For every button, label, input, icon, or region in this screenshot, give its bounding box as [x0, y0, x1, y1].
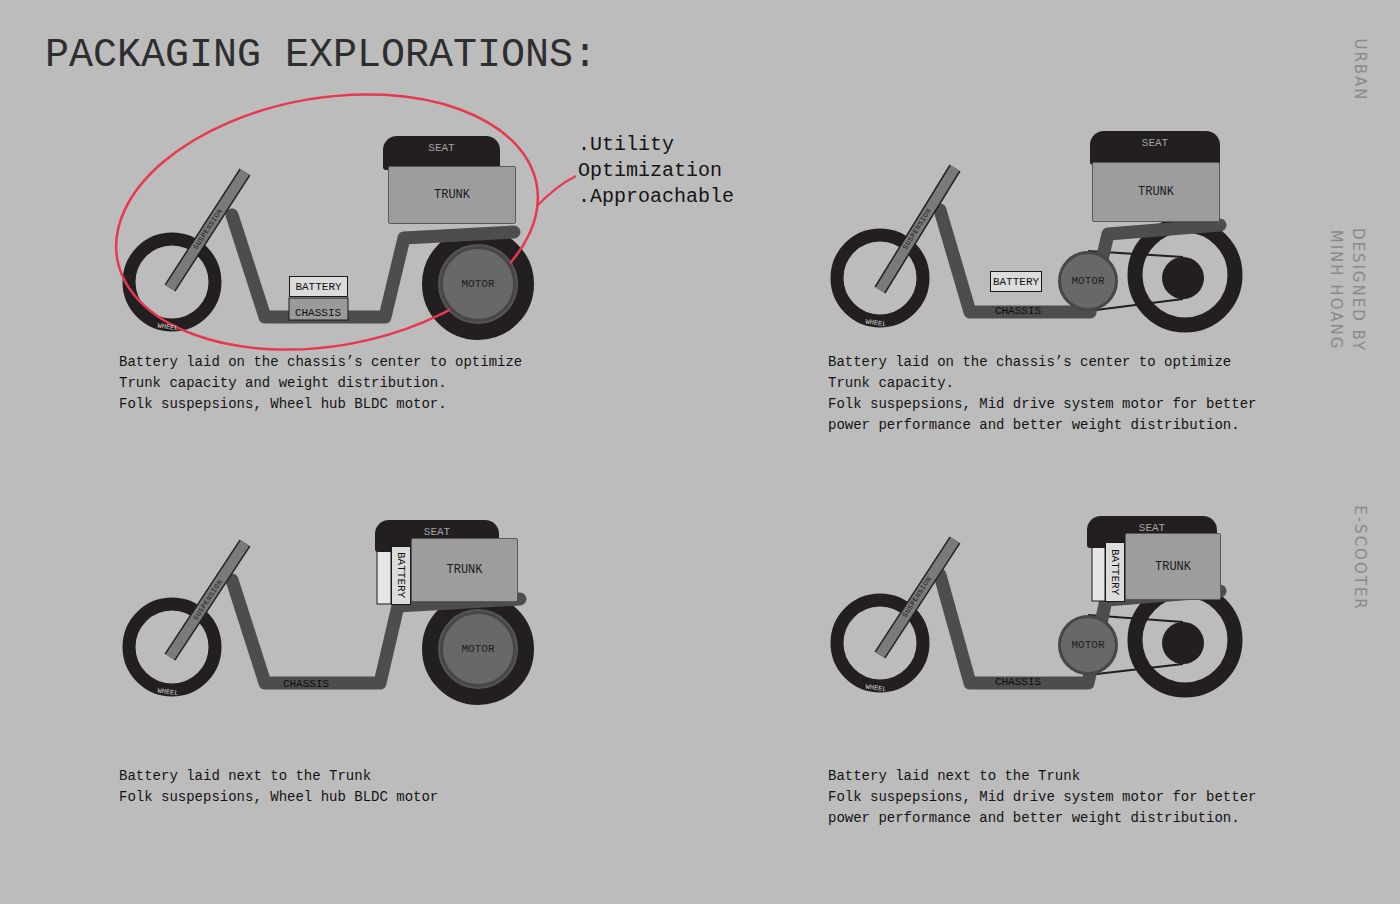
motor-circle: MOTOR — [440, 246, 516, 322]
trunk-box: TRUNK — [1092, 162, 1220, 222]
part-name: MOTOR — [1071, 639, 1104, 651]
part-name: TRUNK — [434, 188, 470, 202]
motor-circle: MOTOR — [1058, 251, 1118, 311]
scooter-3 — [129, 543, 526, 697]
part-name: CHASSIS — [995, 676, 1041, 688]
side-label: DESIGNED BY MINH HOANG — [1325, 215, 1369, 365]
battery-box: BATTERY — [391, 546, 411, 605]
part-name: BATTERY — [395, 552, 407, 598]
part-name: CHASSIS — [995, 305, 1041, 317]
side-label: URBAN — [1349, 38, 1371, 101]
part-name: BATTERY — [295, 281, 341, 293]
trunk-box: TRUNK — [411, 538, 518, 602]
motor-circle: MOTOR — [1058, 615, 1118, 675]
caption-text: Battery laid on the chassis’s center to … — [119, 352, 559, 394]
caption-text: Battery laid next to the Trunk — [119, 766, 559, 787]
trunk-box: TRUNK — [1125, 533, 1221, 600]
part-name: SEAT — [424, 526, 450, 538]
caption-text: Folk suspepsions, Mid drive system motor… — [828, 394, 1268, 436]
part-name: SEAT — [1142, 137, 1168, 149]
trunk-box: TRUNK — [388, 166, 516, 224]
battery-box: BATTERY — [1105, 542, 1125, 602]
part-name: TRUNK — [446, 563, 482, 577]
callout-note: .Approachable — [578, 184, 734, 210]
caption-text: Folk suspepsions, Wheel hub BLDC motor — [119, 787, 559, 808]
part-name: BATTERY — [993, 276, 1039, 288]
motor-circle: MOTOR — [440, 611, 516, 687]
part-name: SEAT — [428, 142, 454, 154]
seat-block: SEAT — [1090, 131, 1220, 165]
part-name: SUSPENSION — [192, 207, 224, 251]
scooter-1 — [129, 172, 526, 332]
caption-text: Battery laid on the chassis’s center to … — [828, 352, 1268, 394]
highlight-ellipse — [96, 63, 576, 381]
part-name: WHEEL — [865, 683, 887, 694]
caption-text: Folk suspepsions, Mid drive system motor… — [828, 787, 1268, 829]
part-name: CHASSIS — [283, 678, 329, 690]
part-name: TRUNK — [1155, 560, 1191, 574]
part-name: MOTOR — [461, 278, 494, 290]
caption-text: Folk suspepsions, Wheel hub BLDC motor. — [119, 394, 559, 415]
battery-box: BATTERY — [990, 271, 1042, 292]
part-name: SUSPENSION — [901, 207, 933, 251]
callout-note: .Utility Optimization — [578, 132, 748, 184]
battery-box: BATTERY — [289, 276, 348, 297]
part-name: TRUNK — [1138, 185, 1174, 199]
caption-text: Battery laid next to the Trunk — [828, 766, 1268, 787]
page-title: PACKAGING EXPLORATIONS: — [45, 33, 597, 78]
part-name: MOTOR — [461, 643, 494, 655]
part-name: MOTOR — [1071, 275, 1104, 287]
part-name: WHEEL — [157, 687, 179, 698]
side-label: E-SCOOTER — [1349, 505, 1371, 611]
seat-block: SEAT — [383, 136, 500, 170]
part-name: WHEEL — [865, 318, 887, 329]
scooter-4 — [837, 540, 1235, 690]
part-name: WHEEL — [157, 322, 179, 333]
part-name: BATTERY — [1109, 549, 1121, 595]
part-name: CHASSIS — [295, 307, 341, 319]
